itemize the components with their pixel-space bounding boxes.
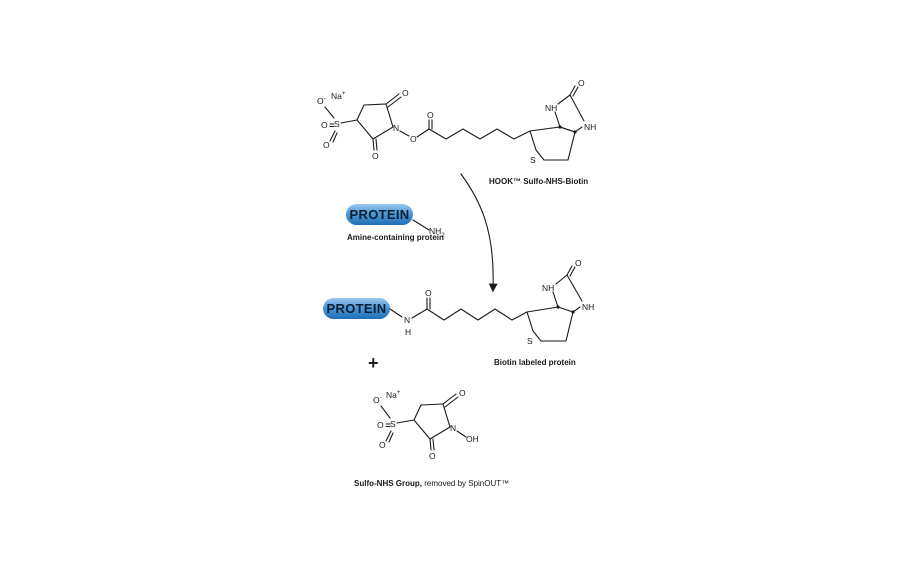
oxygen-label: O: [459, 388, 466, 398]
oxygen-label: O: [410, 134, 417, 144]
amide-nh-label: NH: [582, 302, 594, 312]
oxygen-label: O: [321, 120, 328, 130]
sodium-label: Na+: [386, 390, 401, 400]
oxygen-label: O: [429, 451, 436, 461]
oxygen-label: O: [427, 110, 434, 120]
amide-nh-label: NH: [542, 283, 554, 293]
sulfo-nhs-byproduct: O- Na+ S O O O O N OH Sulfo-NHS Group, r…: [354, 388, 509, 488]
sulfur-label: S: [334, 119, 340, 129]
byproduct-caption: Sulfo-NHS Group, removed by SpinOUT™: [354, 479, 509, 488]
reaction-arrow: [460, 173, 498, 293]
oxygen-label: O: [377, 420, 384, 430]
amide-hydrogen-label: H: [405, 327, 411, 337]
oxygen-label: O: [575, 258, 582, 268]
amine-group-label: NH2: [429, 226, 445, 239]
sulfo-nhs-biotin-structure: O- Na+ S O O O O N O: [317, 78, 596, 186]
reagent-caption: HOOK™ Sulfo-NHS-Biotin: [489, 177, 588, 186]
protein-pill-label: PROTEIN: [350, 207, 410, 222]
biotin-bicycle: S NH NH O: [529, 78, 596, 165]
amine-protein-caption: Amine-containing protein: [347, 233, 444, 242]
amide-nitrogen-label: N: [404, 315, 410, 325]
amide-nh-label: NH: [584, 122, 596, 132]
product-caption: Biotin labeled protein: [494, 358, 576, 367]
amine-protein: PROTEIN NH2 Amine-containing protein: [346, 204, 445, 242]
sulfur-label: S: [390, 419, 396, 429]
hydroxyl-label: OH: [466, 434, 479, 444]
carbonyl-oxygen-label: O: [425, 288, 432, 298]
sulfonate-group: O- Na+ S O O: [317, 91, 358, 150]
oxygen-anion-label: O-: [317, 96, 326, 106]
protein-pill: [323, 298, 390, 319]
oxygen-anion-label: O-: [373, 395, 382, 405]
protein-pill: [346, 204, 413, 225]
succinimide-ring: O O N: [356, 88, 409, 161]
oxygen-label: O: [402, 88, 409, 98]
sodium-label: Na+: [331, 91, 346, 101]
amide-nh-label: NH: [545, 103, 557, 113]
nitrogen-label: N: [393, 123, 399, 133]
sulfur-label: S: [530, 155, 536, 165]
plus-sign: +: [368, 353, 379, 373]
oxygen-label: O: [323, 140, 330, 150]
oxygen-label: O: [372, 151, 379, 161]
oxygen-label: O: [379, 440, 386, 450]
sulfur-label: S: [527, 336, 533, 346]
protein-pill-label: PROTEIN: [327, 301, 387, 316]
nitrogen-label: N: [450, 423, 456, 433]
biotinylated-protein: PROTEIN N H O S NH NH O Biotin labeled p…: [323, 258, 594, 367]
ester-linker: O O: [399, 110, 531, 144]
oxygen-label: O: [578, 78, 585, 88]
